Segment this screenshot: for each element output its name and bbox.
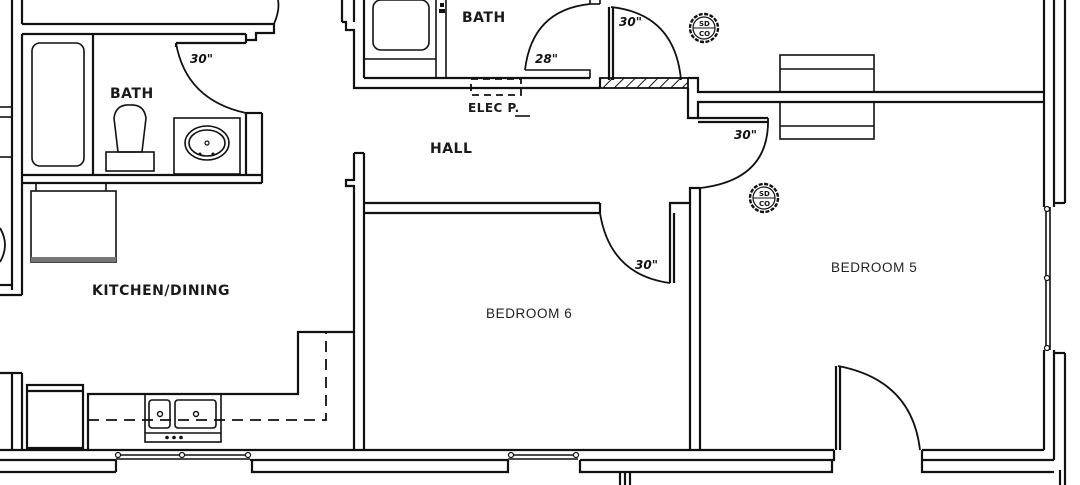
bath-left-door	[174, 42, 247, 114]
bedroom5-walls	[834, 0, 1067, 470]
room-label-bath-top: BATH	[462, 10, 506, 26]
kitchen-walls	[0, 183, 354, 450]
closet-door	[599, 6, 689, 89]
door-dim-bedroom6: 30"	[635, 258, 658, 272]
room-label-hall: HALL	[430, 141, 472, 157]
door-dim-bedroom5: 30"	[734, 128, 757, 142]
room-label-bedroom-5: BEDROOM 5	[831, 260, 917, 275]
smoke-detector-bedroom5-icon: SD CO	[748, 182, 780, 214]
svg-text:CO: CO	[699, 30, 710, 38]
svg-text:SD: SD	[759, 190, 770, 198]
room-label-bath-left: BATH	[110, 86, 154, 102]
svg-text:CO: CO	[759, 200, 770, 208]
door-dim-closet: 30"	[619, 15, 642, 29]
svg-text:SD: SD	[699, 20, 710, 28]
sink-icon	[173, 117, 241, 175]
room-label-kitchen-dining: KITCHEN/DINING	[92, 283, 230, 299]
electrical-panel-icon	[470, 78, 522, 96]
elec-panel-label: ELEC P.	[468, 101, 520, 115]
room-label-bedroom-6: BEDROOM 6	[486, 306, 572, 321]
left-bath-walls	[0, 0, 280, 297]
hall-walls	[344, 76, 1044, 450]
bottom-exterior-wall	[0, 448, 1067, 485]
door-dim-bath-left: 30"	[190, 52, 213, 66]
fixture-icon	[439, 3, 445, 13]
closet-shelves	[779, 54, 875, 140]
bathtub-icon	[31, 42, 85, 167]
toilet-icon	[105, 104, 155, 172]
smoke-detector-icon: SD CO	[688, 12, 720, 44]
door-dim-bath-top: 28"	[535, 52, 558, 66]
